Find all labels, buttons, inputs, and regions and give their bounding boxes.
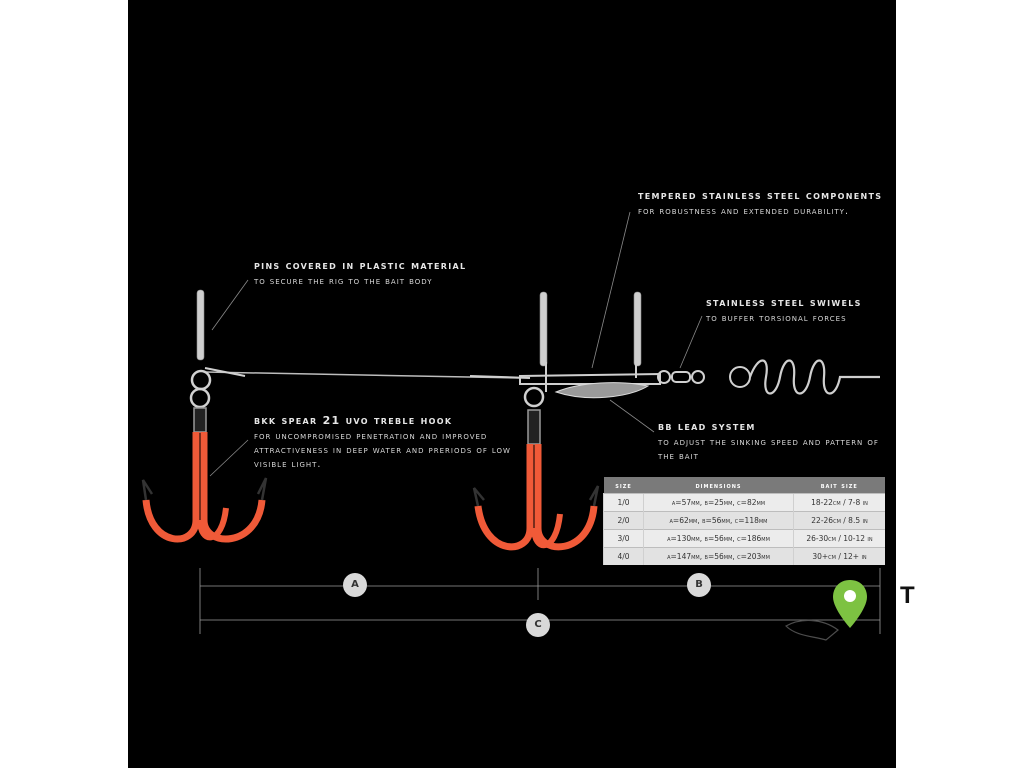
corkscrew: [748, 359, 880, 395]
cell-dimensions: A=130MM, B=56MM, C=186MM: [643, 529, 794, 548]
watermark-fish: [785, 619, 839, 641]
cell-bait-size: 22-26CM / 8.5 IN: [793, 511, 885, 530]
table-row: 1/0 A=57MM, B=25MM, C=82MM 18-22CM / 7-8…: [603, 493, 885, 512]
cell-size: 4/0: [603, 547, 644, 565]
product-diagram-panel: [128, 0, 896, 768]
pins-sub: TO SECURE THE RIG TO THE BAIT BODY: [254, 276, 433, 287]
hook-sub: FOR UNCOMPROMISED PENETRATION AND IMPROV…: [254, 431, 511, 470]
swivel: [657, 366, 751, 388]
header-dimensions: DIMENSIONS: [643, 477, 794, 494]
bb-lead-weight: [554, 382, 650, 399]
leader-lines: [209, 211, 703, 477]
hook-heading: BKK SPEAR 21 UVO TREBLE HOOK: [254, 414, 453, 427]
lead-label: BB LEAD SYSTEM TO ADJUST THE SINKING SPE…: [658, 420, 894, 464]
treble-hook-left: [141, 369, 268, 543]
main-wire: [204, 371, 521, 379]
pins-heading: PINS COVERED IN PLASTIC MATERIAL: [254, 259, 467, 272]
components-label: TEMPERED STAINLESS STEEL COMPONENTS FOR …: [638, 189, 882, 219]
cell-size: 3/0: [603, 529, 644, 548]
hook-label: BKK SPEAR 21 UVO TREBLE HOOK FOR UNCOMPR…: [254, 414, 516, 472]
cell-dimensions: A=62MM, B=56MM, C=118MM: [643, 511, 794, 530]
size-table: SIZE DIMENSIONS BAIT SIZE 1/0 A=57MM, B=…: [603, 477, 885, 565]
lead-heading: BB LEAD SYSTEM: [658, 420, 756, 433]
pin-left: [196, 289, 205, 361]
lead-sub: TO ADJUST THE SINKING SPEED AND PATTERN …: [658, 437, 879, 462]
treble-hook-middle: [472, 386, 600, 551]
cell-bait-size: 30+CM / 12+ IN: [793, 547, 885, 565]
dimension-b-marker: B: [687, 573, 711, 597]
header-bait-size: BAIT SIZE: [793, 477, 885, 494]
swivels-heading: STAINLESS STEEL SWIWELS: [706, 296, 862, 309]
cell-dimensions: A=147MM, B=56MM, C=203MM: [643, 547, 794, 565]
components-sub: FOR ROBUSTNESS AND EXTENDED DURABILITY.: [638, 206, 849, 217]
pin-right: [633, 291, 642, 367]
size-table-header: SIZE DIMENSIONS BAIT SIZE: [603, 477, 885, 494]
dimension-c-marker: C: [526, 613, 550, 637]
header-size: SIZE: [603, 477, 644, 494]
table-row: 4/0 A=147MM, B=56MM, C=203MM 30+CM / 12+…: [603, 547, 885, 565]
cell-bait-size: 18-22CM / 7-8 IN: [793, 493, 885, 512]
cell-size: 1/0: [603, 493, 644, 512]
location-pin-icon: [833, 580, 867, 628]
cell-size: 2/0: [603, 511, 644, 530]
dimension-a-marker: A: [343, 573, 367, 597]
table-row: 2/0 A=62MM, B=56MM, C=118MM 22-26CM / 8.…: [603, 511, 885, 530]
table-row: 3/0 A=130MM, B=56MM, C=186MM 26-30CM / 1…: [603, 529, 885, 548]
cell-bait-size: 26-30CM / 10-12 IN: [793, 529, 885, 548]
pins-label: PINS COVERED IN PLASTIC MATERIAL TO SECU…: [254, 259, 466, 289]
swivels-sub: TO BUFFER TORSIONAL FORCES: [706, 313, 847, 324]
pin-middle: [539, 291, 548, 367]
cell-dimensions: A=57MM, B=25MM, C=82MM: [643, 493, 794, 512]
steel-frame: [519, 362, 661, 392]
swivels-label: STAINLESS STEEL SWIWELS TO BUFFER TORSIO…: [706, 296, 862, 326]
logo-letter: T: [900, 582, 915, 609]
components-heading: TEMPERED STAINLESS STEEL COMPONENTS: [638, 189, 883, 202]
